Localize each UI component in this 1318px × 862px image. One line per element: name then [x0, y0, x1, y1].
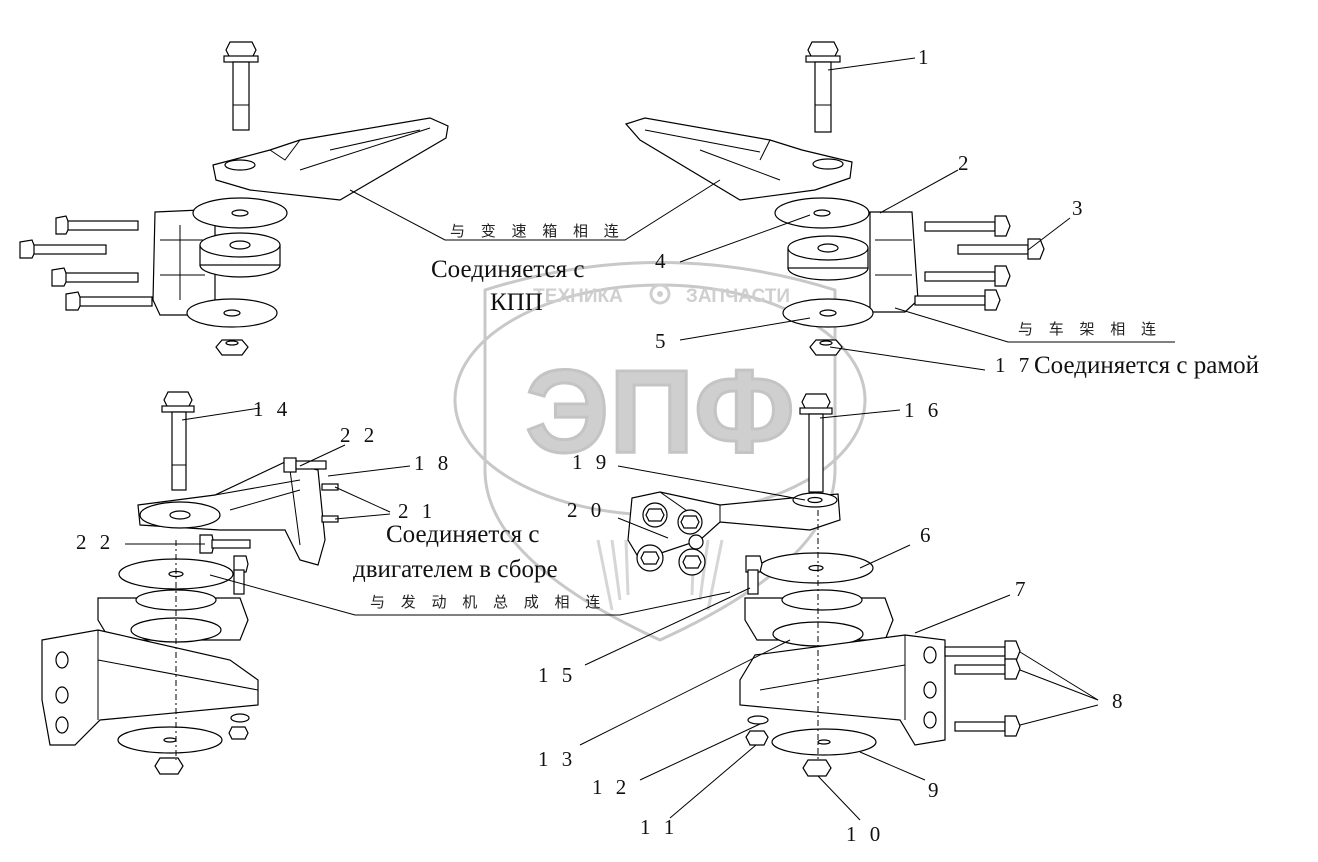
callout-3: 3: [1072, 196, 1087, 220]
callout-22-lower: 2 2: [76, 530, 114, 554]
callout-15: 1 5: [538, 663, 576, 687]
watermark-brand-big: ЭПФ: [525, 346, 794, 478]
side-bolts-right: [914, 215, 1045, 311]
watermark-shield: [483, 261, 837, 642]
mount-bracket-7-left: [41, 629, 259, 746]
assembly-middle-left: [137, 391, 339, 566]
callout-9: 9: [928, 778, 943, 802]
annotation-gearbox-ru-line1: Соединяется с: [431, 256, 585, 283]
callout-10: 1 0: [846, 822, 884, 846]
bolt-15-left: [233, 555, 249, 595]
annotation-frame-cn: 与 车 架 相 连: [1018, 321, 1162, 338]
rubber-cushion-right: [787, 235, 869, 281]
gearbox-bracket-left: [212, 117, 449, 201]
bolt-1-right: [805, 41, 841, 133]
rubber-cushion-left: [199, 232, 281, 278]
washer-6-right: [758, 552, 874, 584]
nuts-20: [636, 502, 706, 576]
engine-bracket-19: [627, 491, 841, 561]
callout-14: 1 4: [253, 397, 291, 421]
callout-16: 1 6: [904, 398, 942, 422]
washer-4-right: [774, 197, 870, 229]
nut-17-right: [809, 339, 843, 356]
side-bolts-left: [19, 215, 153, 311]
washer-9-left: [117, 726, 223, 754]
nut-12-left: [228, 713, 250, 740]
bolt-14: [161, 391, 195, 491]
annotation-gearbox-cn: 与 变 速 箱 相 连: [450, 223, 625, 240]
nut-10-left: [154, 757, 184, 775]
callout-12: 1 2: [592, 775, 630, 799]
annotation-gearbox-ru-line2: КПП: [490, 289, 543, 316]
callout-18: 1 8: [414, 451, 452, 475]
callout-7: 7: [1015, 577, 1030, 601]
rubber-mount-13-right: [744, 589, 894, 647]
callout-6: 6: [920, 523, 935, 547]
studs-21: [321, 483, 339, 523]
assembly-bottom-right: [739, 552, 1021, 777]
engine-bracket-18: [137, 461, 326, 566]
nut-17-left: [215, 339, 249, 356]
callout-20: 2 0: [567, 498, 605, 522]
callout-22-upper: 2 2: [340, 423, 378, 447]
leader-lines: [125, 57, 1175, 821]
annotations: 与 变 速 箱 相 连 Соединяется с КПП 与 车 架 相 连 …: [353, 223, 1259, 611]
side-bolts-8: [944, 640, 1021, 737]
assembly-top-left: [19, 41, 449, 356]
washer-12-right: [747, 715, 769, 725]
bolt-16: [799, 393, 833, 493]
watermark: ЭПФ ТЕХНИКА ЗАПЧАСТИ: [453, 261, 867, 642]
nut-11-right: [745, 730, 769, 746]
annotation-engine-ru-line2: двигателем в сборе: [353, 556, 558, 583]
callout-2: 2: [958, 151, 973, 175]
washer-5-right: [782, 298, 874, 328]
mount-bracket-7-right: [739, 634, 946, 746]
bolt-22-lower: [199, 534, 251, 554]
callout-11: 1 1: [640, 815, 678, 839]
callout-5: 5: [655, 329, 670, 353]
callout-4: 4: [655, 249, 670, 273]
washer-5-left: [186, 298, 278, 328]
watermark-gear-icon: [649, 283, 671, 305]
mount-bracket-right: [869, 211, 919, 313]
bolt-15-right: [745, 555, 763, 595]
annotation-engine-cn: 与 发 动 机 总 成 相 连: [370, 594, 606, 611]
callout-21: 2 1: [398, 499, 436, 523]
gearbox-bracket-right: [624, 117, 853, 201]
bolt-1-left: [223, 41, 259, 131]
rubber-mount-13-left: [97, 589, 249, 643]
annotation-engine-ru-line1: Соединяется с: [386, 521, 540, 548]
nut-10-right: [802, 759, 832, 777]
assembly-top-right: [624, 41, 1045, 356]
washer-9-right: [771, 728, 877, 756]
washer-4-left: [192, 197, 288, 229]
callout-labels: 1 2 3 4 5 6 7 8 9 1 0 1 1 1 2 1 3 1 4 1 …: [76, 45, 1127, 846]
watermark-brand-left: ТЕХНИКА: [533, 286, 623, 307]
callout-8: 8: [1112, 689, 1127, 713]
callout-13: 1 3: [538, 747, 576, 771]
centerlines: [175, 510, 819, 760]
watermark-brand-right: ЗАПЧАСТИ: [686, 286, 790, 307]
callout-1: 1: [918, 45, 933, 69]
annotation-frame-ru: Соединяется с рамой: [1034, 352, 1259, 379]
callout-19: 1 9: [572, 450, 610, 474]
assembly-middle-right: [627, 393, 841, 576]
assembly-bottom-left: [41, 555, 259, 775]
callout-17: 1 7: [995, 353, 1033, 377]
